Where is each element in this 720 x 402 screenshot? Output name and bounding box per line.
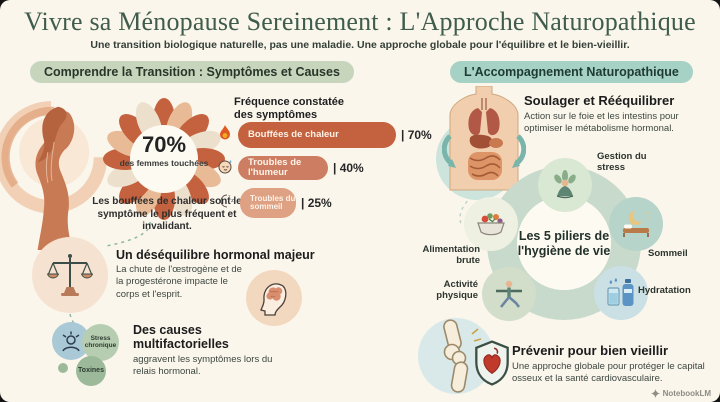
pillar-label-alimentation: Alimentation brute — [422, 244, 480, 266]
watermark-text: NotebookLM — [662, 389, 711, 398]
section-title-symptoms: Comprendre la Transition : Symptômes et … — [30, 61, 354, 83]
prevent-title: Prévenir pour bien vieillir — [512, 343, 669, 358]
causes-body: aggravent les symptômes lors du relais h… — [133, 354, 273, 378]
bar-humeur: Troubles de l'humeur — [238, 156, 328, 180]
notebooklm-logo-icon — [650, 389, 660, 398]
chart-title: Fréquence constatée des symptômes — [234, 96, 345, 122]
flushed-face-icon — [217, 158, 233, 179]
bar-bouffees: Bouffées de chaleur — [238, 122, 396, 148]
stat-value: 70% — [141, 132, 187, 157]
bar-value: | 25% — [301, 196, 332, 210]
woman-silhouette-illustration — [0, 101, 108, 250]
causes-title: Des causes multifactorielles — [133, 323, 229, 352]
meditation-icon — [538, 158, 592, 212]
decorative-dot — [58, 363, 68, 373]
cause-bubble-stress: Stress chronique — [82, 324, 119, 361]
symptom-bar-chart: Bouffées de chaleur | 70% Troubles de l'… — [217, 122, 432, 218]
hormonal-body: La chute de l'œstrogène et de la progest… — [116, 264, 242, 300]
cause-bubble-toxines: Toxines — [76, 356, 106, 386]
salad-bowl-icon — [464, 197, 518, 251]
section-title-naturopathy: L'Accompagnement Naturopathique — [450, 61, 693, 83]
svg-text:z: z — [228, 195, 231, 200]
bar-row: Troubles de l'humeur | 40% — [217, 156, 432, 180]
shield-heart-icon — [475, 340, 509, 386]
yoga-icon — [482, 267, 536, 321]
balance-scale-icon — [32, 237, 108, 313]
bar-value: | 40% — [333, 161, 364, 175]
stat-label: des femmes touchées — [119, 158, 209, 168]
pillar-label-stress: Gestion du stress — [597, 151, 647, 173]
water-icon — [594, 266, 648, 320]
head-brain-icon — [246, 270, 302, 326]
prevent-body: Une approche globale pour protéger le ca… — [512, 361, 705, 385]
knee-joint-icon — [443, 319, 482, 393]
pillars-center-title: Les 5 piliers de l'hygiène de vie — [517, 229, 611, 258]
svg-text:z: z — [231, 198, 234, 204]
bed-moon-icon — [609, 197, 663, 251]
page-title: Vivre sa Ménopause Sereinement : L'Appro… — [24, 7, 696, 36]
pillar-label-sommeil: Sommeil — [648, 248, 688, 259]
stat-caption: Les bouffées de chaleur sont le symptôme… — [92, 196, 242, 232]
relieve-title: Soulager et Rééquilibrer — [524, 93, 675, 108]
relieve-body: Action sur le foie et les intestins pour… — [524, 111, 679, 135]
page-subtitle: Une transition biologique naturelle, pas… — [90, 39, 630, 51]
bar-value: | 70% — [401, 128, 432, 142]
stat-flower-badge — [103, 98, 225, 220]
bar-sommeil: Troubles du sommeil — [240, 188, 296, 218]
hormonal-title: Un déséquilibre hormonal majeur — [116, 248, 315, 262]
watermark: NotebookLM — [650, 389, 711, 398]
pillar-label-activite: Activité physique — [436, 279, 478, 301]
flame-icon — [217, 124, 233, 147]
pillar-label-hydratation: Hydratation — [638, 285, 691, 296]
bar-row: Bouffées de chaleur | 70% — [217, 122, 432, 148]
torso-organs-illustration — [442, 86, 526, 191]
